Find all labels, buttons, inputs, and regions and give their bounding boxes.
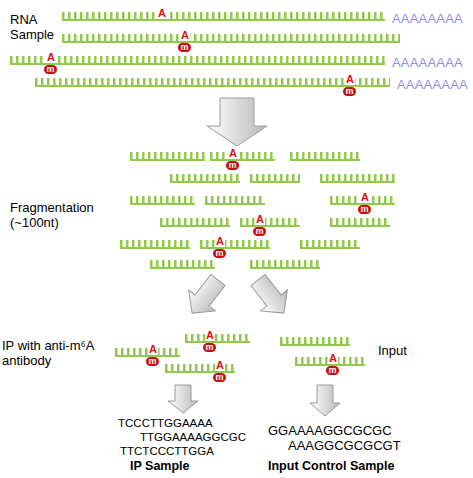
adenosine-mark: A — [215, 236, 225, 247]
adenosine-mark: A — [228, 148, 238, 159]
rna-strands — [10, 16, 400, 373]
adenosine-mark: A — [157, 8, 167, 19]
block-arrow — [310, 385, 340, 416]
block-arrow — [207, 98, 267, 146]
m6a-mark: m — [213, 249, 226, 258]
adenosine-mark: A — [215, 360, 225, 371]
polya-tail: AAAAAAAA — [392, 56, 463, 70]
m6a-mark: m — [253, 227, 266, 236]
m6a-mark: m — [343, 87, 356, 96]
read-sequence: TCCCTTGGAAAA — [118, 417, 213, 430]
adenosine-mark: A — [46, 52, 56, 63]
adenosine-mark: A — [205, 330, 215, 341]
read-sequence: TTCTCCCTTGGA — [120, 445, 214, 458]
flow-arrows — [168, 98, 340, 416]
m6a-mark: m — [213, 373, 226, 382]
step-label: IP with anti-m⁶A antibody — [2, 338, 114, 368]
adenosine-mark: A — [360, 192, 370, 203]
step-label: Fragmentation (~100nt) — [10, 200, 110, 230]
polya-tail: AAAAAAAA — [392, 12, 463, 26]
polya-tail: AAAAAAAA — [397, 78, 468, 92]
m6a-mark: m — [358, 205, 371, 214]
adenosine-mark: A — [328, 353, 338, 364]
read-sequence: GGAAAAGGCGCGC — [268, 424, 392, 438]
read-sequence: AAAGGCGCGCGT — [288, 439, 401, 453]
read-sequence: TTGGAAAAGGCGC — [140, 431, 246, 444]
step-label: RNA Sample — [10, 12, 62, 42]
sample-label: IP Sample — [130, 459, 190, 474]
adenosine-mark: A — [148, 344, 158, 355]
adenosine-mark: A — [345, 74, 355, 85]
block-arrow — [245, 270, 298, 324]
sample-label: Input Control Sample — [268, 459, 394, 474]
adenosine-mark: A — [255, 214, 265, 225]
step-label: Input — [378, 343, 407, 358]
adenosine-mark: A — [180, 30, 190, 41]
block-arrow — [179, 270, 232, 324]
m6a-mark: m — [326, 366, 339, 375]
m6a-mark: m — [203, 343, 216, 352]
m6a-mark: m — [44, 65, 57, 74]
m6a-mark: m — [226, 161, 239, 170]
block-arrow — [168, 385, 198, 413]
m6a-mark: m — [178, 43, 191, 52]
m6a-mark: m — [146, 357, 159, 366]
